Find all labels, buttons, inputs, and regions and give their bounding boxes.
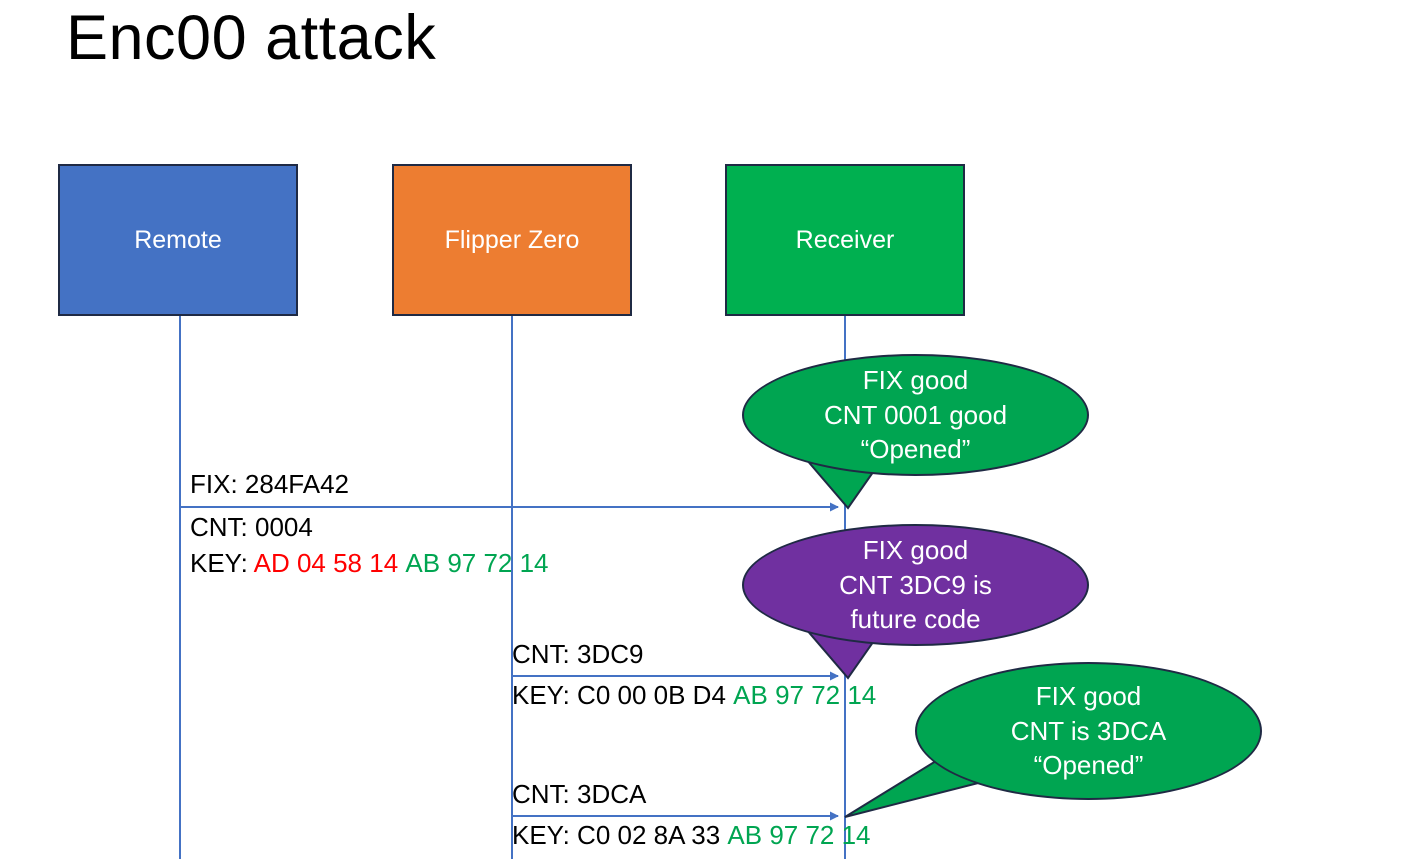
message-1-key-part2: AB 97 72 14	[405, 548, 549, 578]
speech-bubble-receiver-future-code: FIX good CNT 3DC9 is future code	[742, 524, 1089, 646]
message-1-key: KEY: AD 04 58 14 AB 97 72 14	[190, 548, 549, 579]
bubble-1-line-1: FIX good	[862, 365, 969, 396]
message-3-key: KEY: C0 02 8A 33 AB 97 72 14	[512, 820, 871, 851]
message-3-key-part2: AB 97 72 14	[727, 820, 871, 850]
message-1-cnt: CNT: 0004	[190, 512, 313, 542]
actor-label-flipper: Flipper Zero	[444, 225, 580, 254]
bubble-1-line-3: “Opened”	[860, 434, 971, 465]
message-2-key-part1: C0 00 0B D4	[577, 680, 726, 710]
message-2-key-prefix: KEY:	[512, 680, 578, 710]
message-1-key-prefix: KEY:	[190, 548, 254, 578]
bubble-2-line-1: FIX good	[862, 535, 969, 566]
bubble-3-line-3: “Opened”	[1033, 750, 1144, 781]
message-1-fix: FIX: 284FA42	[190, 469, 349, 499]
bubble-3-line-2: CNT is 3DCA	[1010, 715, 1167, 746]
bubble-2-line-3: future code	[850, 604, 981, 635]
bubble-2-line-2: CNT 3DC9 is	[839, 569, 992, 600]
actor-label-remote: Remote	[134, 225, 222, 254]
actor-box-remote[interactable]: Remote	[58, 164, 298, 316]
actor-box-flipper[interactable]: Flipper Zero	[392, 164, 632, 316]
actor-box-receiver[interactable]: Receiver	[725, 164, 965, 316]
page-title: Enc00 attack	[66, 3, 437, 73]
bubble-3-line-1: FIX good	[1035, 681, 1142, 712]
message-3-cnt: CNT: 3DCA	[512, 779, 647, 809]
message-2-key: KEY: C0 00 0B D4 AB 97 72 14	[512, 680, 877, 711]
speech-bubble-receiver-first: FIX good CNT 0001 good “Opened”	[742, 354, 1089, 476]
speech-bubble-receiver-opened: FIX good CNT is 3DCA “Opened”	[915, 662, 1262, 800]
message-3-key-part1: C0 02 8A 33	[577, 820, 721, 850]
actor-label-receiver: Receiver	[795, 225, 895, 254]
message-2-key-part2: AB 97 72 14	[733, 680, 877, 710]
message-3-key-prefix: KEY:	[512, 820, 578, 850]
message-1-key-part1: AD 04 58 14	[253, 548, 399, 578]
bubble-1-line-2: CNT 0001 good	[823, 399, 1008, 430]
message-2-cnt: CNT: 3DC9	[512, 639, 644, 669]
